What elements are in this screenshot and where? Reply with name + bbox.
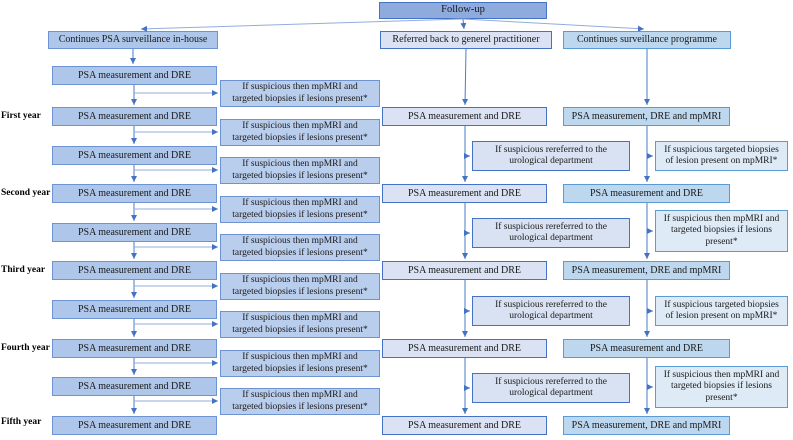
gp-if-box: If suspicious rereferred to the urologic… — [472, 296, 630, 326]
inhouse-if-box: If suspicious then mpMRI and targeted bi… — [220, 119, 380, 146]
gp-psa-box: PSA measurement and DRE — [382, 107, 547, 126]
inhouse-psa-box: PSA measurement and DRE — [52, 184, 217, 203]
inhouse-psa-box: PSA measurement and DRE — [52, 261, 217, 280]
inhouse-if-box: If suspicious then mpMRI and targeted bi… — [220, 80, 380, 107]
followup-box: Follow-up — [379, 2, 547, 19]
year-label-5: Fifth year — [1, 417, 42, 427]
surveillance-year-box: PSA measurement and DRE — [563, 339, 730, 358]
inhouse-if-box: If suspicious then mpMRI and targeted bi… — [220, 273, 380, 300]
inhouse-psa-box: PSA measurement and DRE — [52, 339, 217, 358]
inhouse-psa-box: PSA measurement and DRE — [52, 300, 217, 319]
surveillance-year-box: PSA measurement, DRE and mpMRI — [563, 107, 730, 126]
inhouse-if-box: If suspicious then mpMRI and targeted bi… — [220, 388, 380, 415]
year-label-3: Third year — [1, 265, 46, 275]
gp-if-box: If suspicious rereferred to the urologic… — [472, 141, 630, 171]
inhouse-psa-box: PSA measurement and DRE — [52, 66, 217, 85]
year-label-2: Second year — [1, 188, 51, 198]
gp-if-box: If suspicious rereferred to the urologic… — [472, 218, 630, 248]
inhouse-if-box: If suspicious then mpMRI and targeted bi… — [220, 350, 380, 377]
surveillance-year-box: PSA measurement, DRE and mpMRI — [563, 261, 730, 280]
year-label-1: First year — [1, 111, 41, 121]
surveillance-year-box: PSA measurement and DRE — [563, 184, 730, 203]
gp-if-box: If suspicious rereferred to the urologic… — [472, 373, 630, 403]
surveillance-year-box: PSA measurement, DRE and mpMRI — [563, 416, 730, 435]
header-inhouse: Continues PSA surveillance in-house — [48, 31, 218, 49]
surveillance-if-box: If suspicious then mpMRI and targeted bi… — [655, 366, 788, 408]
header-surveillance: Continues surveillance programme — [563, 31, 731, 49]
inhouse-psa-box: PSA measurement and DRE — [52, 416, 217, 435]
surveillance-if-box: If suspicious targeted biopsies of lesio… — [655, 296, 788, 326]
year-label-4: Fourth year — [1, 343, 50, 353]
gp-psa-box: PSA measurement and DRE — [382, 261, 547, 280]
header-gp: Referred back to generel practitioner — [380, 31, 552, 49]
inhouse-if-box: If suspicious then mpMRI and targeted bi… — [220, 196, 380, 223]
gp-psa-box: PSA measurement and DRE — [382, 416, 547, 435]
inhouse-psa-box: PSA measurement and DRE — [52, 146, 217, 165]
inhouse-if-box: If suspicious then mpMRI and targeted bi… — [220, 311, 380, 338]
inhouse-psa-box: PSA measurement and DRE — [52, 107, 217, 126]
gp-psa-box: PSA measurement and DRE — [382, 339, 547, 358]
surveillance-if-box: If suspicious targeted biopsies of lesio… — [655, 141, 788, 171]
inhouse-psa-box: PSA measurement and DRE — [52, 377, 217, 396]
surveillance-if-box: If suspicious then mpMRI and targeted bi… — [655, 210, 788, 252]
gp-psa-box: PSA measurement and DRE — [382, 184, 547, 203]
inhouse-psa-box: PSA measurement and DRE — [52, 223, 217, 242]
inhouse-if-box: If suspicious then mpMRI and targeted bi… — [220, 234, 380, 261]
inhouse-if-box: If suspicious then mpMRI and targeted bi… — [220, 157, 380, 184]
